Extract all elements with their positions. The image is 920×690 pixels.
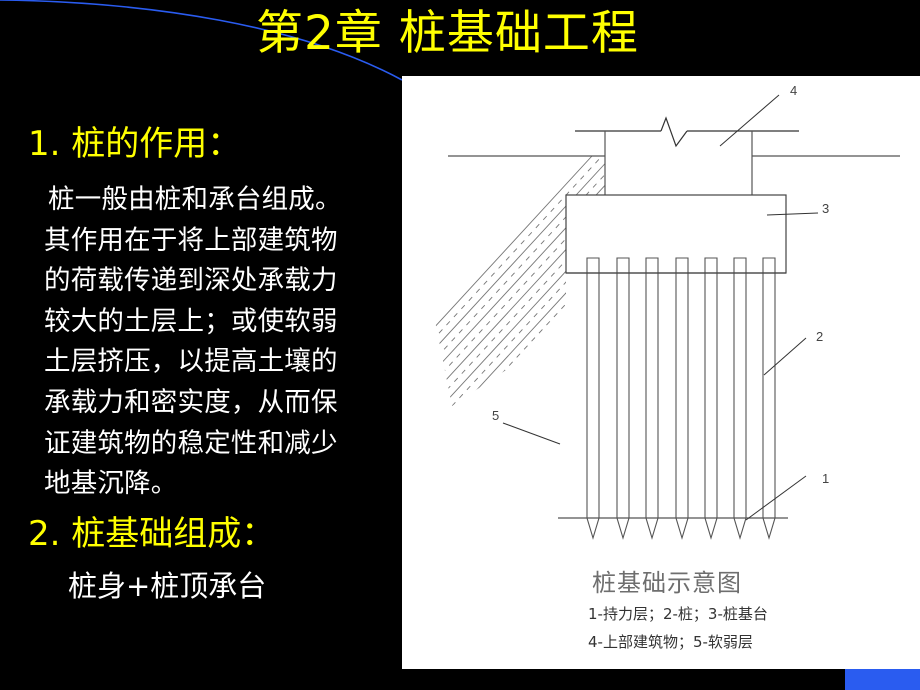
label-3: 3 [822,201,829,216]
figure-caption: 桩基础示意图 [592,569,742,597]
slide-title: 第2章 桩基础工程 [256,6,639,61]
paragraph-line: 的荷载传递到深处承载力 [44,265,338,297]
figure-legend-line-1: 1-持力层；2-桩；3-桩基台 [588,605,768,623]
pile-composition-text: 桩身+桩顶承台 [68,569,267,603]
pile-foundation-diagram: 4 3 2 1 5 [432,83,900,540]
leader-1 [745,475,807,521]
break-symbol [660,116,688,148]
paragraph-line: 土层挤压，以提高土壤的 [44,346,338,378]
leader-2 [763,337,807,376]
label-1: 1 [822,471,829,486]
piles [586,257,776,540]
paragraph-line: 地基沉降。 [44,468,178,500]
label-4: 4 [790,83,797,98]
label-2: 2 [816,329,823,344]
pile-function-paragraph: 桩一般由桩和承台组成。 其作用在于将上部建筑物 的荷载传递到深处承载力 较大的土… [44,180,394,505]
label-5: 5 [492,408,499,423]
paragraph-line: 证建筑物的稳定性和减少 [44,427,338,459]
leader-5 [502,422,561,445]
decorative-blue-block [845,669,920,690]
leader-4 [719,94,780,147]
leader-3 [766,212,819,216]
pile-foundation-figure: 4 3 2 1 5 桩基础示意图 1-持力层；2-桩；3-桩基台 4-上部建筑物… [402,76,920,669]
paragraph-line: 承载力和密实度，从而保 [44,386,338,418]
paragraph-line: 桩一般由桩和承台组成。 [48,184,342,215]
paragraph-line: 其作用在于将上部建筑物 [44,224,338,256]
figure-legend-line-2: 4-上部建筑物；5-软弱层 [588,633,753,651]
section-heading-pile-composition: 2. 桩基础组成： [28,514,276,554]
soil-hatch [432,156,605,406]
section-heading-pile-function: 1. 桩的作用： [28,124,242,164]
paragraph-line: 较大的土层上；或使软弱 [44,305,338,337]
